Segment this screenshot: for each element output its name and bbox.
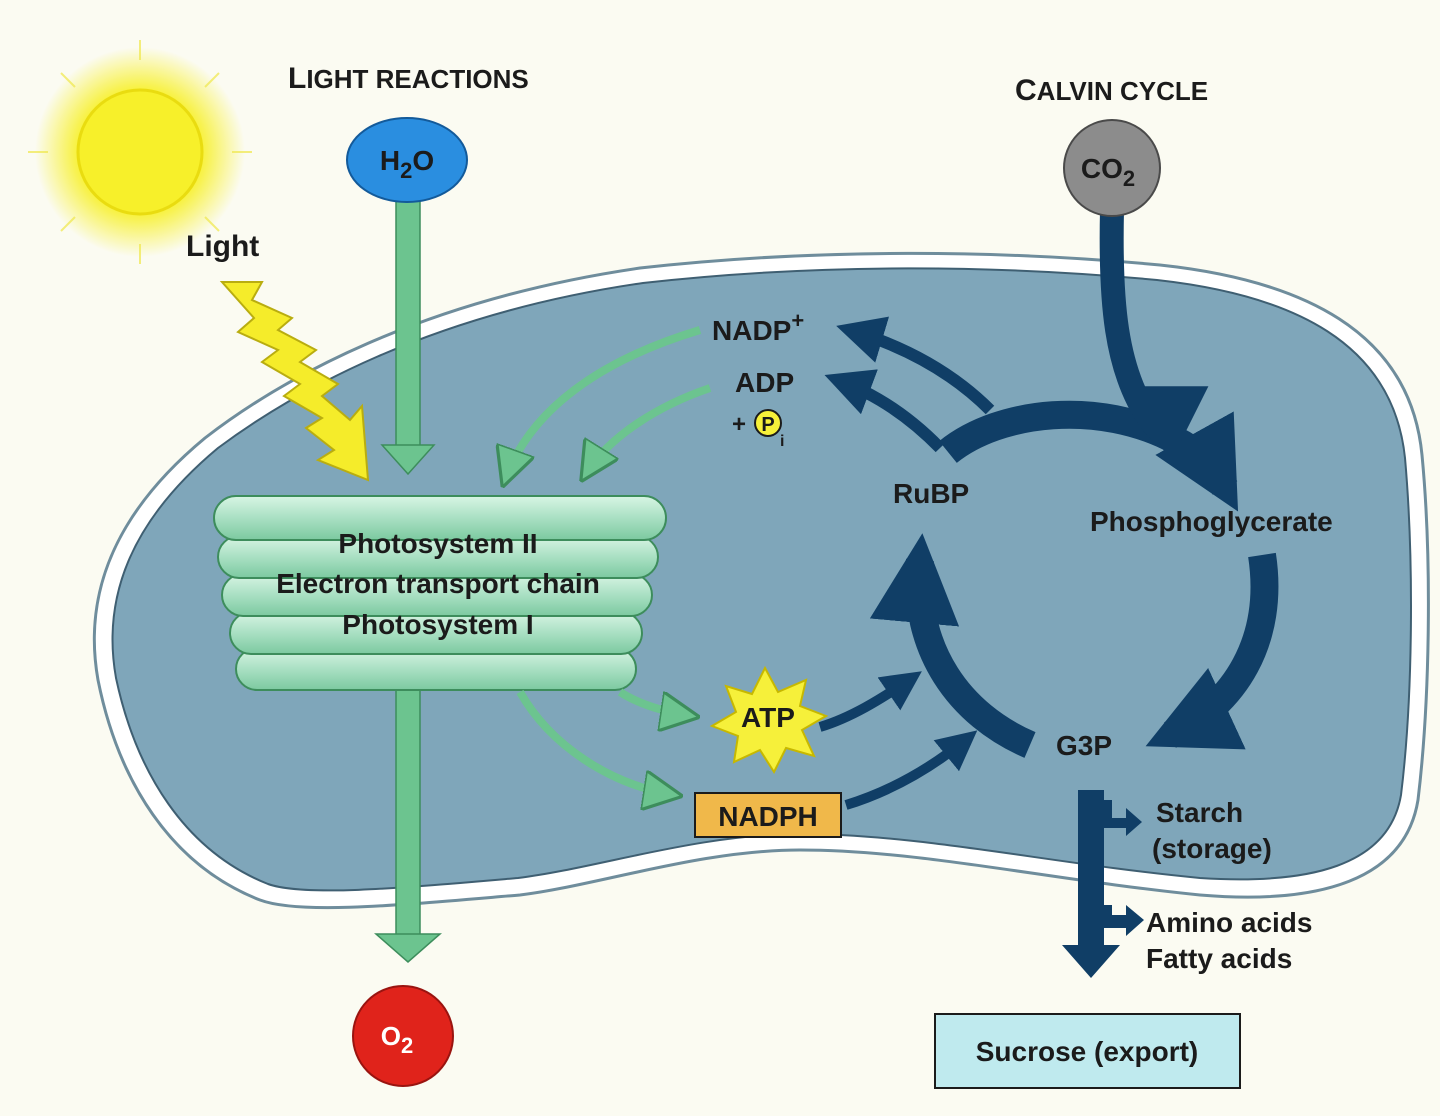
light-label: Light bbox=[186, 230, 259, 263]
phosphate-pi-icon: + P i bbox=[732, 409, 784, 450]
nadph-to-cycle-arrow bbox=[844, 730, 978, 810]
water-node: H2O bbox=[346, 117, 468, 203]
svg-text:ATP: ATP bbox=[741, 702, 795, 733]
g3p-label: G3P bbox=[1056, 730, 1112, 761]
svg-text:i: i bbox=[780, 433, 784, 450]
svg-text:P: P bbox=[761, 414, 774, 436]
svg-text:O2: O2 bbox=[381, 1021, 413, 1058]
phosphoglycerate-label: Phosphoglycerate bbox=[1090, 506, 1333, 537]
atp-to-cycle-arrow bbox=[818, 671, 922, 732]
adp-label: ADP bbox=[735, 367, 794, 398]
co2-node: CO2 bbox=[1063, 119, 1209, 464]
photosystem-ii-label: Photosystem II bbox=[338, 528, 537, 559]
thylakoid-to-nadph-arrow bbox=[516, 690, 675, 795]
g3p-output-arrows bbox=[1062, 790, 1144, 978]
fatty-acids-label: Fatty acids bbox=[1146, 943, 1292, 974]
calvin-cycle-header: CALVIN CYCLE bbox=[1015, 74, 1208, 107]
thylakoid-stack bbox=[213, 495, 667, 691]
photosystem-i-label: Photosystem I bbox=[342, 609, 533, 640]
light-reactions-header: LIGHT REACTIONS bbox=[288, 62, 529, 95]
water-to-oxygen-arrow bbox=[374, 199, 442, 963]
adp-to-thylakoid-arrow bbox=[585, 384, 712, 475]
light-bolt-icon bbox=[219, 281, 370, 482]
oxygen-node: O2 bbox=[352, 985, 454, 1087]
rubp-label: RuBP bbox=[893, 478, 969, 509]
electron-transport-chain-label: Electron transport chain bbox=[276, 568, 600, 599]
amino-acids-label: Amino acids bbox=[1146, 907, 1312, 938]
sucrose-box: Sucrose (export) bbox=[934, 1013, 1241, 1089]
atp-burst: ATP bbox=[709, 665, 829, 775]
svg-text:H2O: H2O bbox=[380, 145, 434, 183]
sun-icon bbox=[28, 40, 252, 264]
cycle-to-nadp-arrow bbox=[836, 316, 995, 415]
svg-text:CO2: CO2 bbox=[1081, 153, 1135, 191]
starch-label: Starch bbox=[1156, 797, 1243, 828]
storage-label: (storage) bbox=[1152, 833, 1272, 864]
svg-text:NADPH: NADPH bbox=[718, 801, 818, 832]
cycle-to-adp-arrow bbox=[824, 369, 945, 453]
svg-text:Sucrose (export): Sucrose (export) bbox=[976, 1036, 1199, 1067]
svg-text:+: + bbox=[732, 411, 746, 438]
nadp-plus-label: NADP+ bbox=[712, 308, 804, 346]
nadp-to-thylakoid-arrow bbox=[505, 326, 702, 480]
nadph-box: NADPH bbox=[694, 792, 842, 838]
thylakoid-to-atp-arrow bbox=[617, 688, 692, 716]
